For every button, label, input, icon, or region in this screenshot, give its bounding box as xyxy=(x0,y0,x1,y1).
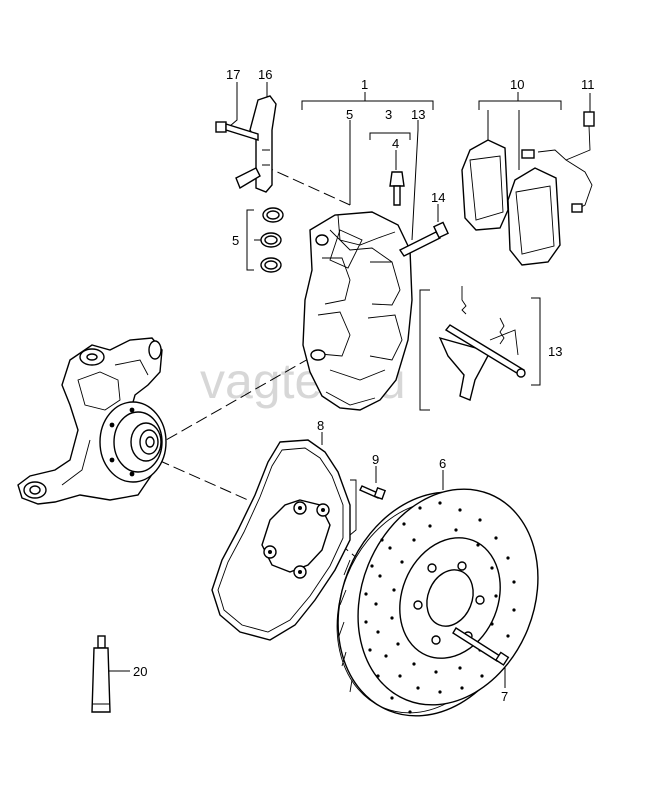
pad-retaining-kit xyxy=(438,286,526,401)
callout-20: 20 xyxy=(133,664,147,679)
callout-7: 7 xyxy=(501,689,508,704)
bleeder-valve xyxy=(389,171,405,206)
grease-tube xyxy=(91,635,111,713)
callout-labels: 17 16 1 5 3 13 4 10 11 14 5 13 8 9 6 7 2… xyxy=(133,67,595,704)
callout-5-top: 5 xyxy=(346,107,353,122)
wheel-hub xyxy=(99,401,167,483)
callout-13-top: 13 xyxy=(411,107,425,122)
callout-6: 6 xyxy=(439,456,446,471)
brake-caliper xyxy=(302,211,413,411)
callout-5-left: 5 xyxy=(232,233,239,248)
brake-disc xyxy=(336,488,539,717)
screw-9 xyxy=(359,485,387,500)
bolt-14 xyxy=(398,221,449,257)
callout-10: 10 xyxy=(510,77,524,92)
brake-pad-front xyxy=(461,139,509,231)
callout-8: 8 xyxy=(317,418,324,433)
leader-lines xyxy=(108,82,591,688)
callout-3: 3 xyxy=(385,107,392,122)
bolt-17 xyxy=(215,121,259,141)
callout-4: 4 xyxy=(392,136,399,151)
callout-brackets xyxy=(246,92,562,411)
sealing-rings xyxy=(260,207,284,273)
callout-11: 11 xyxy=(581,77,595,92)
callout-17: 17 xyxy=(226,67,240,82)
brake-cover-plate xyxy=(211,439,357,641)
callout-9: 9 xyxy=(372,452,379,467)
wear-sensor xyxy=(521,111,595,213)
callout-13-right: 13 xyxy=(548,344,562,359)
brake-line-bracket xyxy=(235,95,277,193)
callout-16: 16 xyxy=(258,67,272,82)
callout-1: 1 xyxy=(361,77,368,92)
callout-14: 14 xyxy=(431,190,445,205)
screw-7 xyxy=(452,627,510,666)
brake-pad-rear xyxy=(507,167,561,266)
